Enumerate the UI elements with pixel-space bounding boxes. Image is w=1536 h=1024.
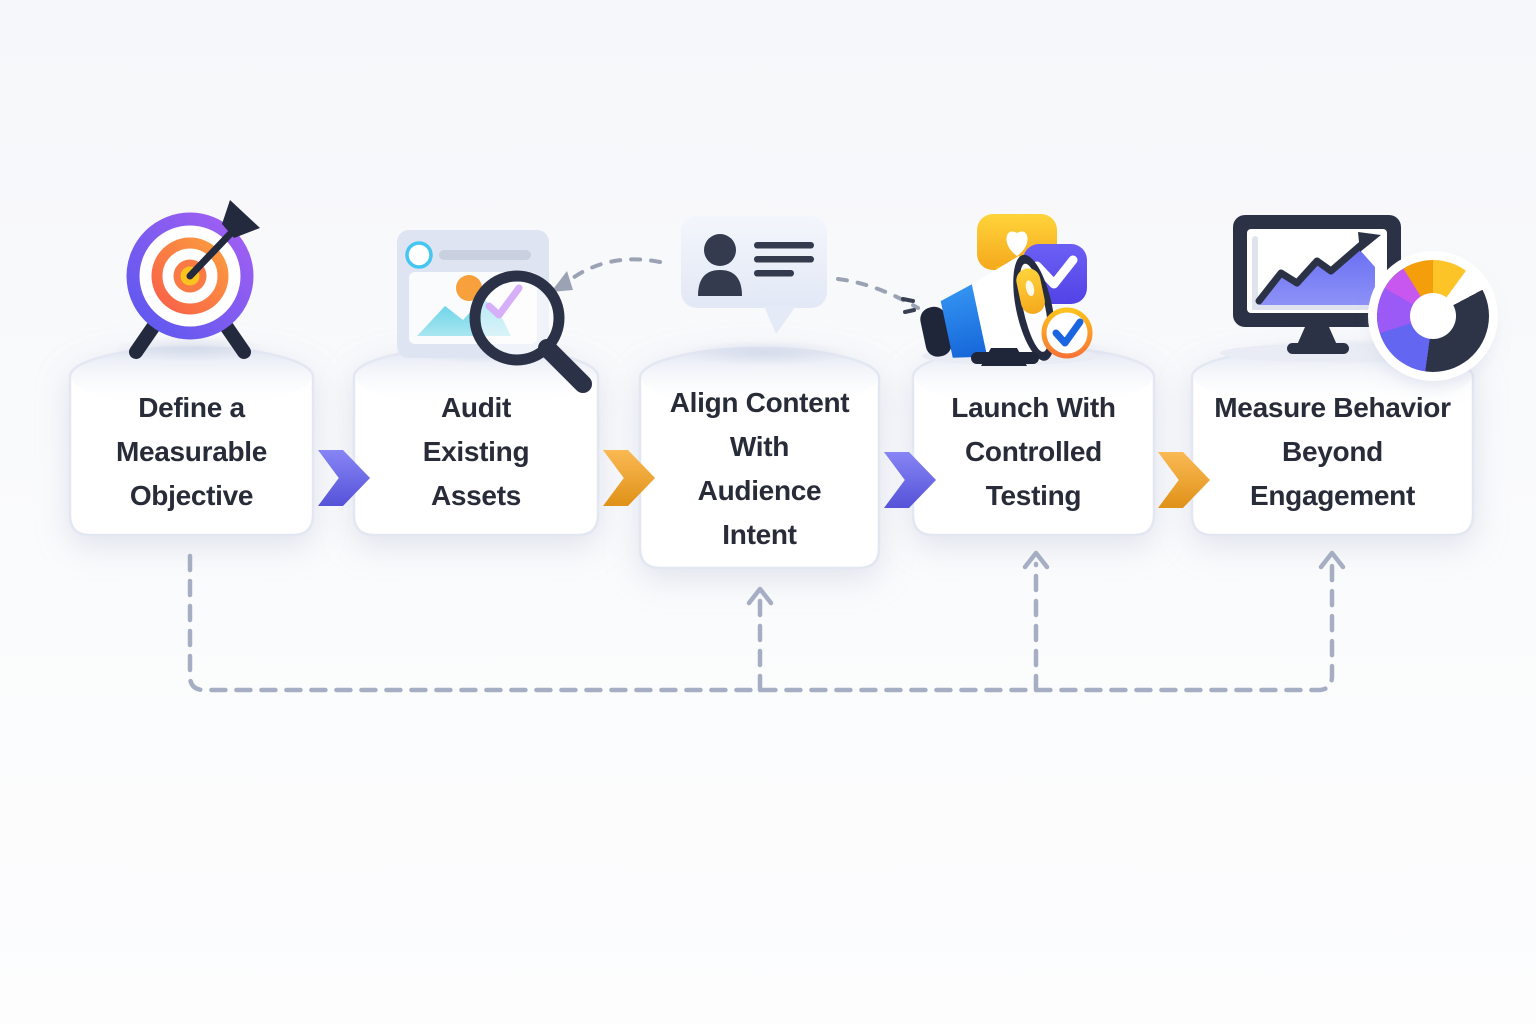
step-label: Audit Existing Assets (422, 392, 530, 511)
step-card-1: Define a Measurable Objective (68, 341, 315, 537)
analytics-monitor-donut-icon (1220, 205, 1420, 365)
audience-speech-bubble-icon (676, 212, 832, 337)
donut-chart-icon (1377, 260, 1489, 372)
step-label: Measure Behavior Beyond Engagement (1214, 392, 1451, 511)
step-label: Align Content With Audience Intent (669, 387, 850, 550)
step-card-3: Align Content With Audience Intent (638, 342, 881, 570)
step-label: Launch With Controlled Testing (951, 392, 1116, 511)
step-label: Define a Measurable Objective (115, 392, 268, 511)
step-card-5: Measure Behavior Beyond Engagement (1190, 341, 1475, 537)
browser-magnifier-icon (393, 222, 598, 394)
step-card-2: Audit Existing Assets (352, 341, 600, 537)
megaphone-testing-icon (915, 200, 1110, 366)
target-bullseye-icon (110, 198, 270, 360)
icon-shadow (680, 340, 850, 366)
step-card-4: Launch With Controlled Testing (911, 341, 1156, 537)
